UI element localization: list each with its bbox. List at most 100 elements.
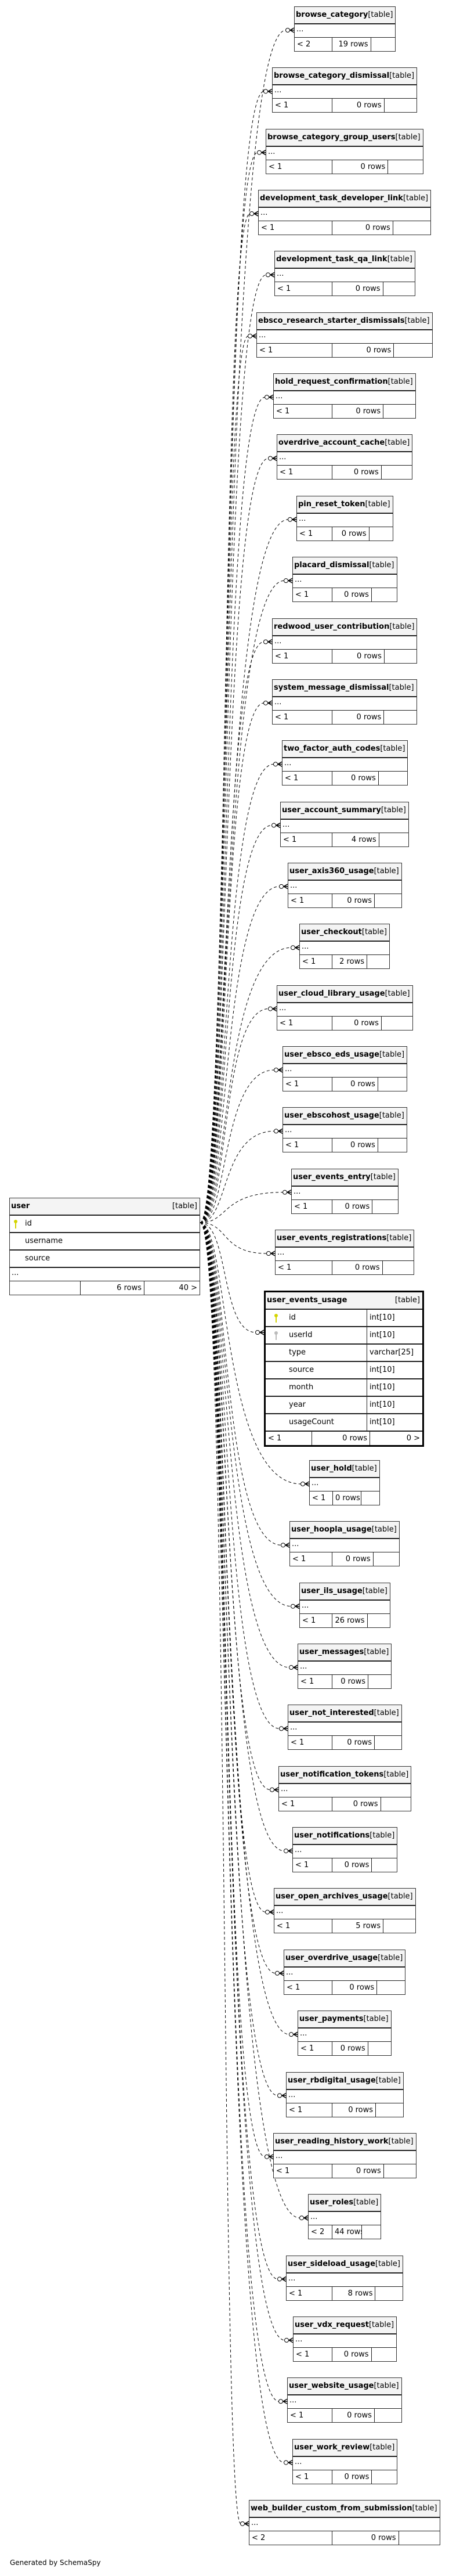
table-name[interactable]: user_notification_tokens <box>280 1770 384 1779</box>
table-user-vdx-request[interactable]: user_vdx_request [table]... < 1 0 rows <box>293 2316 397 2362</box>
table-pin-reset-token[interactable]: pin_reset_token [table]... < 1 0 rows <box>296 495 393 541</box>
table-name[interactable]: user_checkout <box>301 928 362 937</box>
parent-count[interactable]: < 1 <box>287 2103 332 2117</box>
table-user-events-usage[interactable]: user_events_usage [table] id int[10] use… <box>264 1291 424 1447</box>
table-name[interactable]: user <box>11 1202 30 1210</box>
table-browse-category[interactable]: browse_category [table]... < 2 19 rows <box>294 6 396 52</box>
parent-count[interactable]: < 1 <box>297 527 332 541</box>
table-user-events-registrations[interactable]: user_events_registrations [table]... < 1… <box>275 1230 415 1275</box>
table-name[interactable]: user_events_entry <box>293 1172 371 1181</box>
table-name[interactable]: user_vdx_request <box>295 2320 369 2329</box>
parent-count[interactable]: < 1 <box>298 1675 332 1689</box>
table-user-events-entry[interactable]: user_events_entry [table]... < 1 0 rows <box>291 1168 399 1214</box>
table-user-overdrive-usage[interactable]: user_overdrive_usage [table]... < 1 0 ro… <box>284 1949 406 1995</box>
table-hold-request-confirmation[interactable]: hold_request_confirmation [table]... < 1… <box>273 373 416 419</box>
table-name[interactable]: development_task_qa_link <box>276 255 387 264</box>
table-browse-category-group-users[interactable]: browse_category_group_users [table]... <… <box>266 128 423 174</box>
table-name[interactable]: user_hoopla_usage <box>291 1525 372 1534</box>
table-name[interactable]: user_events_registrations <box>277 1234 387 1242</box>
table-name[interactable]: user_ebsco_eds_usage <box>284 1050 379 1059</box>
child-count[interactable]: 40 > <box>179 1284 197 1292</box>
table-name[interactable]: user_roles <box>310 2198 354 2207</box>
table-name[interactable]: user_account_summary <box>282 805 381 815</box>
table-user-reading-history-work[interactable]: user_reading_history_work [table]... < 1… <box>273 2132 416 2178</box>
table-user-messages[interactable]: user_messages [table]... < 1 0 rows <box>298 1644 392 1689</box>
table-browse-category-dismissal[interactable]: browse_category_dismissal [table]... < 1… <box>272 67 418 113</box>
parent-count[interactable]: < 1 <box>300 955 332 969</box>
table-user-hold[interactable]: user_hold [table]... < 1 0 rows <box>309 1460 380 1505</box>
table-name[interactable]: user_ils_usage <box>301 1586 363 1595</box>
table-name[interactable]: user_open_archives_usage <box>276 1892 388 1901</box>
table-two-factor-auth-codes[interactable]: two_factor_auth_codes [table]... < 1 0 r… <box>282 740 408 786</box>
table-user-ils-usage[interactable]: user_ils_usage [table]... < 1 26 rows <box>299 1582 390 1628</box>
table-user-work-review[interactable]: user_work_review [table]... < 1 0 rows <box>292 2438 398 2484</box>
table-name[interactable]: user_not_interested <box>289 1709 374 1718</box>
table-name[interactable]: user_sideload_usage <box>288 2259 375 2268</box>
parent-count[interactable]: < 1 <box>274 1919 332 1933</box>
table-user-not-interested[interactable]: user_not_interested [table]... < 1 0 row… <box>288 1705 402 1750</box>
table-user-sideload-usage[interactable]: user_sideload_usage [table]... < 1 8 row… <box>286 2255 403 2301</box>
table-name[interactable]: user_hold <box>311 1464 352 1473</box>
parent-count[interactable]: < 1 <box>281 833 332 846</box>
parent-count[interactable]: < 1 <box>293 2470 332 2484</box>
parent-count[interactable]: < 1 <box>257 343 332 357</box>
parent-count[interactable]: < 1 <box>274 405 332 419</box>
table-user-payments[interactable]: user_payments [table]... < 1 0 rows <box>298 2011 392 2056</box>
table-name[interactable]: ebsco_research_starter_dismissals <box>258 316 405 325</box>
parent-count[interactable]: < 1 <box>293 588 332 602</box>
table-user-website-usage[interactable]: user_website_usage [table]... < 1 0 rows <box>287 2377 402 2423</box>
table-name[interactable]: user_events_usage <box>267 1296 347 1305</box>
parent-count[interactable]: < 1 <box>275 282 332 296</box>
parent-count[interactable]: < 1 <box>292 1199 332 1213</box>
table-name[interactable]: user_payments <box>299 2015 364 2024</box>
parent-count[interactable]: < 1 <box>300 1613 332 1627</box>
parent-count[interactable]: < 1 <box>277 466 332 480</box>
parent-count[interactable]: < 1 <box>310 1491 333 1505</box>
table-user-notification-tokens[interactable]: user_notification_tokens [table]... < 1 … <box>278 1766 412 1811</box>
table-user[interactable]: user [table] id username source ... 6 ro… <box>9 1198 200 1295</box>
table-name[interactable]: redwood_user_contribution <box>274 622 390 631</box>
table-name[interactable]: user_rbdigital_usage <box>288 2076 376 2085</box>
table-name[interactable]: browse_category_group_users <box>267 132 396 142</box>
table-placard-dismissal[interactable]: placard_dismissal [table]... < 1 0 rows <box>292 557 397 603</box>
table-name[interactable]: overdrive_account_cache <box>278 438 385 448</box>
table-name[interactable]: hold_request_confirmation <box>275 377 388 387</box>
parent-count[interactable]: < 1 <box>274 2164 332 2178</box>
parent-count[interactable]: < 1 <box>288 894 332 907</box>
table-name[interactable]: two_factor_auth_codes <box>284 744 381 754</box>
table-user-ebsco-eds-usage[interactable]: user_ebsco_eds_usage [table]... < 1 0 ro… <box>282 1046 408 1091</box>
table-name[interactable]: pin_reset_token <box>298 499 365 509</box>
parent-count[interactable]: < 1 <box>284 1980 332 1994</box>
table-redwood-user-contribution[interactable]: redwood_user_contribution [table]... < 1… <box>272 618 418 664</box>
parent-count[interactable]: < 1 <box>283 1139 332 1152</box>
parent-count[interactable]: < 2 <box>295 38 332 51</box>
parent-count[interactable]: < 1 <box>277 1016 332 1030</box>
table-name[interactable]: user_work_review <box>294 2442 370 2452</box>
parent-count[interactable]: < 1 <box>293 1858 332 1872</box>
parent-count[interactable]: < 1 <box>276 1261 332 1274</box>
parent-count[interactable]: < 1 <box>287 2286 332 2300</box>
parent-count[interactable]: < 1 <box>266 160 332 174</box>
table-name[interactable]: user_axis360_usage <box>289 866 374 876</box>
table-name[interactable]: user_cloud_library_usage <box>278 989 385 998</box>
table-name[interactable]: user_ebscohost_usage <box>284 1111 379 1121</box>
table-user-axis360-usage[interactable]: user_axis360_usage [table]... < 1 0 rows <box>288 862 402 908</box>
table-name[interactable]: user_website_usage <box>289 2382 374 2391</box>
table-overdrive-account-cache[interactable]: overdrive_account_cache [table]... < 1 0… <box>277 434 413 480</box>
table-user-roles[interactable]: user_roles [table]... < 2 44 rows <box>308 2194 382 2240</box>
table-development-task-qa-link[interactable]: development_task_qa_link [table]... < 1 … <box>274 251 415 297</box>
table-name[interactable]: user_overdrive_usage <box>285 1953 378 1962</box>
parent-count[interactable]: < 1 <box>266 1432 312 1445</box>
table-system-message-dismissal[interactable]: system_message_dismissal [table]... < 1 … <box>272 679 417 725</box>
parent-count[interactable]: < 2 <box>309 2225 332 2239</box>
table-user-notifications[interactable]: user_notifications [table]... < 1 0 rows <box>292 1827 398 1873</box>
parent-count[interactable]: < 2 <box>249 2531 332 2545</box>
parent-count[interactable]: < 1 <box>283 1077 332 1091</box>
table-name[interactable]: placard_dismissal <box>294 561 370 570</box>
table-name[interactable]: user_reading_history_work <box>275 2137 389 2146</box>
table-user-checkout[interactable]: user_checkout [table]... < 1 2 rows <box>299 924 390 970</box>
parent-count[interactable]: < 1 <box>279 1797 332 1811</box>
parent-count[interactable]: < 1 <box>273 710 332 724</box>
table-user-open-archives-usage[interactable]: user_open_archives_usage [table]... < 1 … <box>274 1888 416 1934</box>
table-user-cloud-library-usage[interactable]: user_cloud_library_usage [table]... < 1 … <box>277 985 413 1031</box>
